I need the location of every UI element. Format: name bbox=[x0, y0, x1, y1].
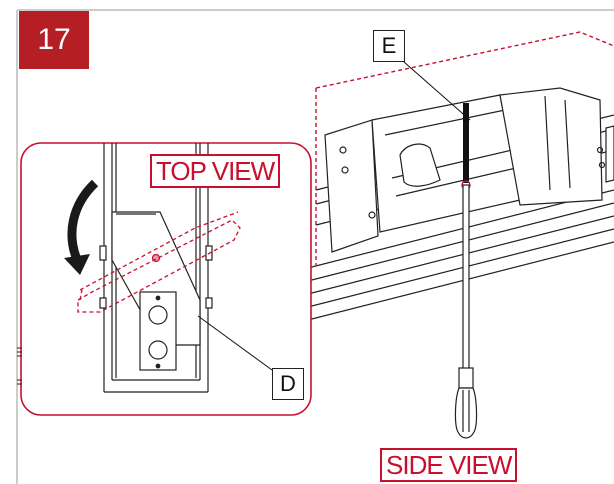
step-number-badge: 17 bbox=[19, 11, 89, 69]
hex-key-icon bbox=[461, 103, 471, 190]
fixture-side-view bbox=[299, 31, 614, 323]
top-view-label: TOP VIEW bbox=[150, 154, 281, 188]
edge-hatch bbox=[17, 347, 22, 385]
part-e-callout: E bbox=[373, 30, 405, 62]
screwdriver-icon bbox=[454, 184, 478, 439]
ceiling-outline-dashed bbox=[315, 31, 614, 89]
plate-target-position bbox=[77, 211, 241, 313]
part-d-callout: D bbox=[272, 368, 304, 400]
side-view-label: SIDE VIEW bbox=[380, 448, 518, 482]
rotate-arrow-icon bbox=[64, 179, 99, 275]
